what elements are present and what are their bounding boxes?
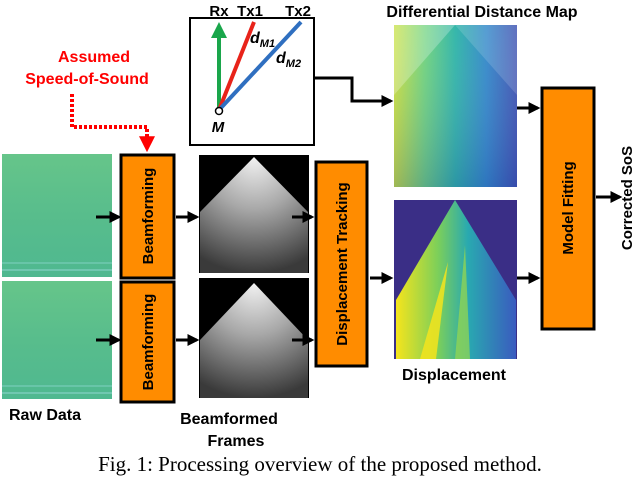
raw-data-panel-top [2,154,112,277]
raw-data-label: Raw Data [9,407,81,424]
assumed-sos-dashed-arrow [70,94,155,153]
d-m2-label: dM2 [276,50,301,70]
raw-data-panel-bottom [2,281,112,399]
displacement-tracking-label: Displacement Tracking [334,182,351,345]
displacement-tracking-box: Displacement Tracking [314,160,369,368]
assumed-sos-line2: Speed-of-Sound [25,71,149,88]
rx-label: Rx [209,3,229,20]
displacement-label: Displacement [402,367,507,384]
m-label: M [212,119,225,136]
figure-caption: Fig. 1: Processing overview of the propo… [98,452,542,476]
model-fitting-box: Model Fitting [540,86,596,331]
d-m1-label: dM1 [250,30,275,50]
beamformed-frames-line1: Beamformed [180,411,278,428]
tx1-label: Tx1 [237,3,263,20]
beamforming-top-label: Beamforming [140,168,157,265]
differential-distance-map-label: Differential Distance Map [386,4,577,21]
tx2-label: Tx2 [285,3,311,20]
assumed-sos-line1: Assumed [58,49,130,66]
beamforming-bottom-label: Beamforming [140,294,157,391]
tx1-line [217,21,256,111]
tx2-line [217,20,303,112]
corrected-sos-label: Corrected SoS [619,146,636,250]
beamforming-box-bottom: Beamforming [119,280,176,404]
processing-diagram: Raw Data Assumed Speed-of-Sound Beamform… [2,3,636,450]
beamformed-frame-top [199,155,309,273]
geometry-inset: Rx Tx1 Tx2 M dM1 dM2 [189,3,315,146]
beamformed-frames-line2: Frames [208,433,265,450]
beamforming-box-top: Beamforming [119,153,176,280]
differential-distance-map [394,25,517,187]
model-fitting-label: Model Fitting [560,161,577,254]
beamformed-frame-bottom [199,278,309,398]
displacement-map [394,200,517,359]
point-m [214,106,224,116]
arrow-geometry-to-ddm [314,76,394,107]
